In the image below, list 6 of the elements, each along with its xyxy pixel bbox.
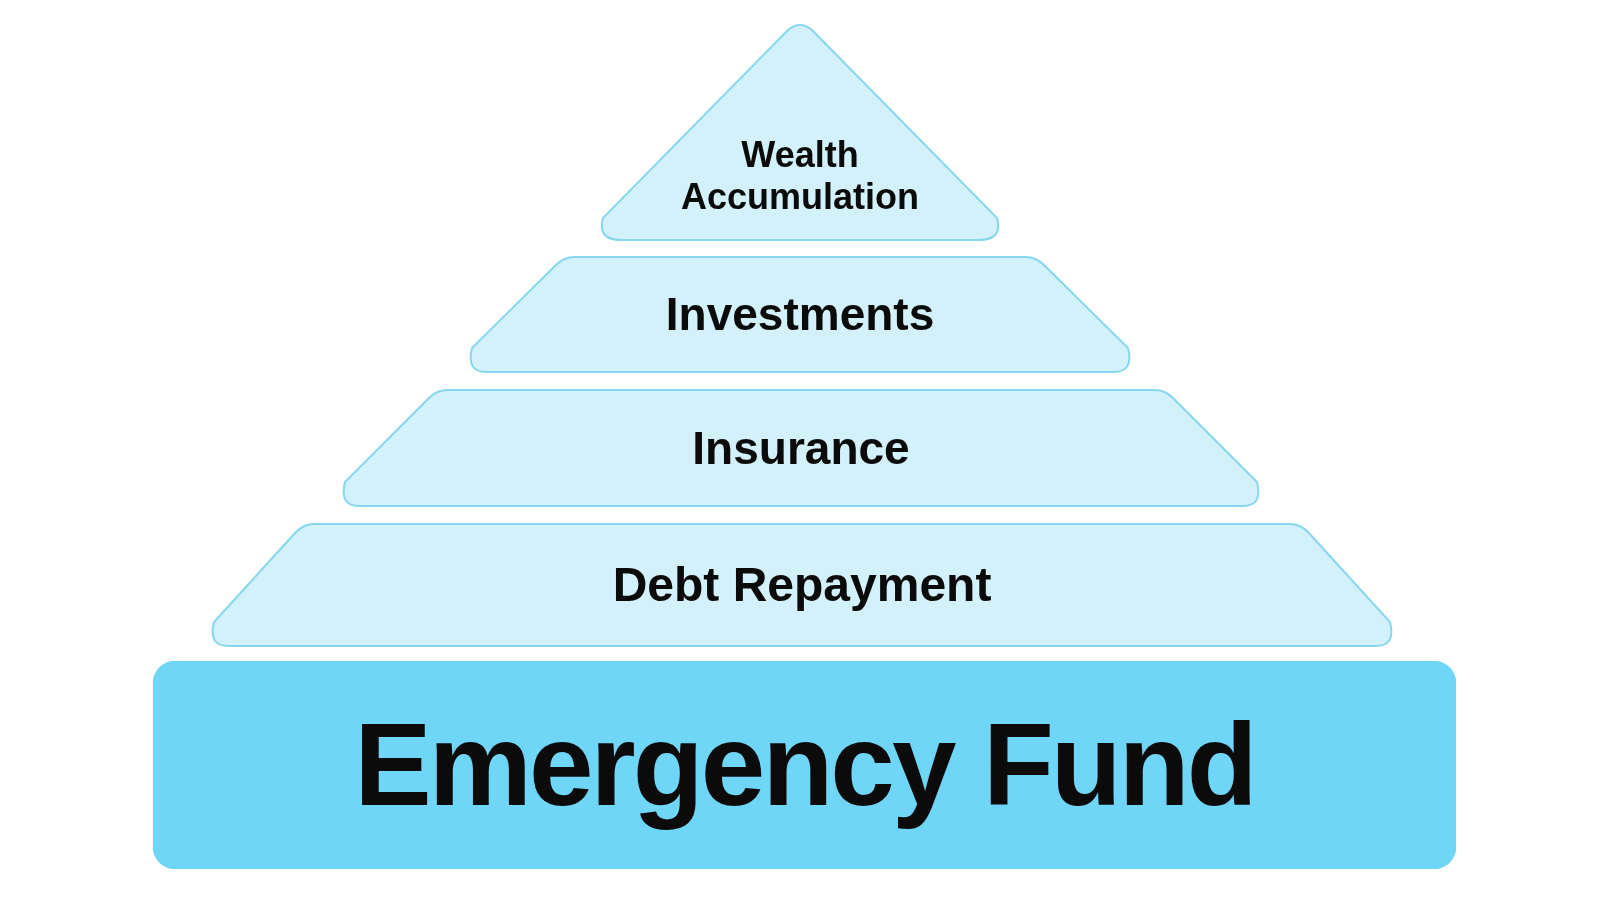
pyramid-base	[153, 661, 1456, 869]
tier-label: Investments	[665, 287, 935, 342]
tier-label: Wealth Accumulation	[680, 134, 920, 218]
tier-label: Insurance	[692, 420, 910, 476]
tier-label: Emergency Fund	[354, 699, 1255, 832]
tier-label: Debt Repayment	[612, 557, 992, 613]
